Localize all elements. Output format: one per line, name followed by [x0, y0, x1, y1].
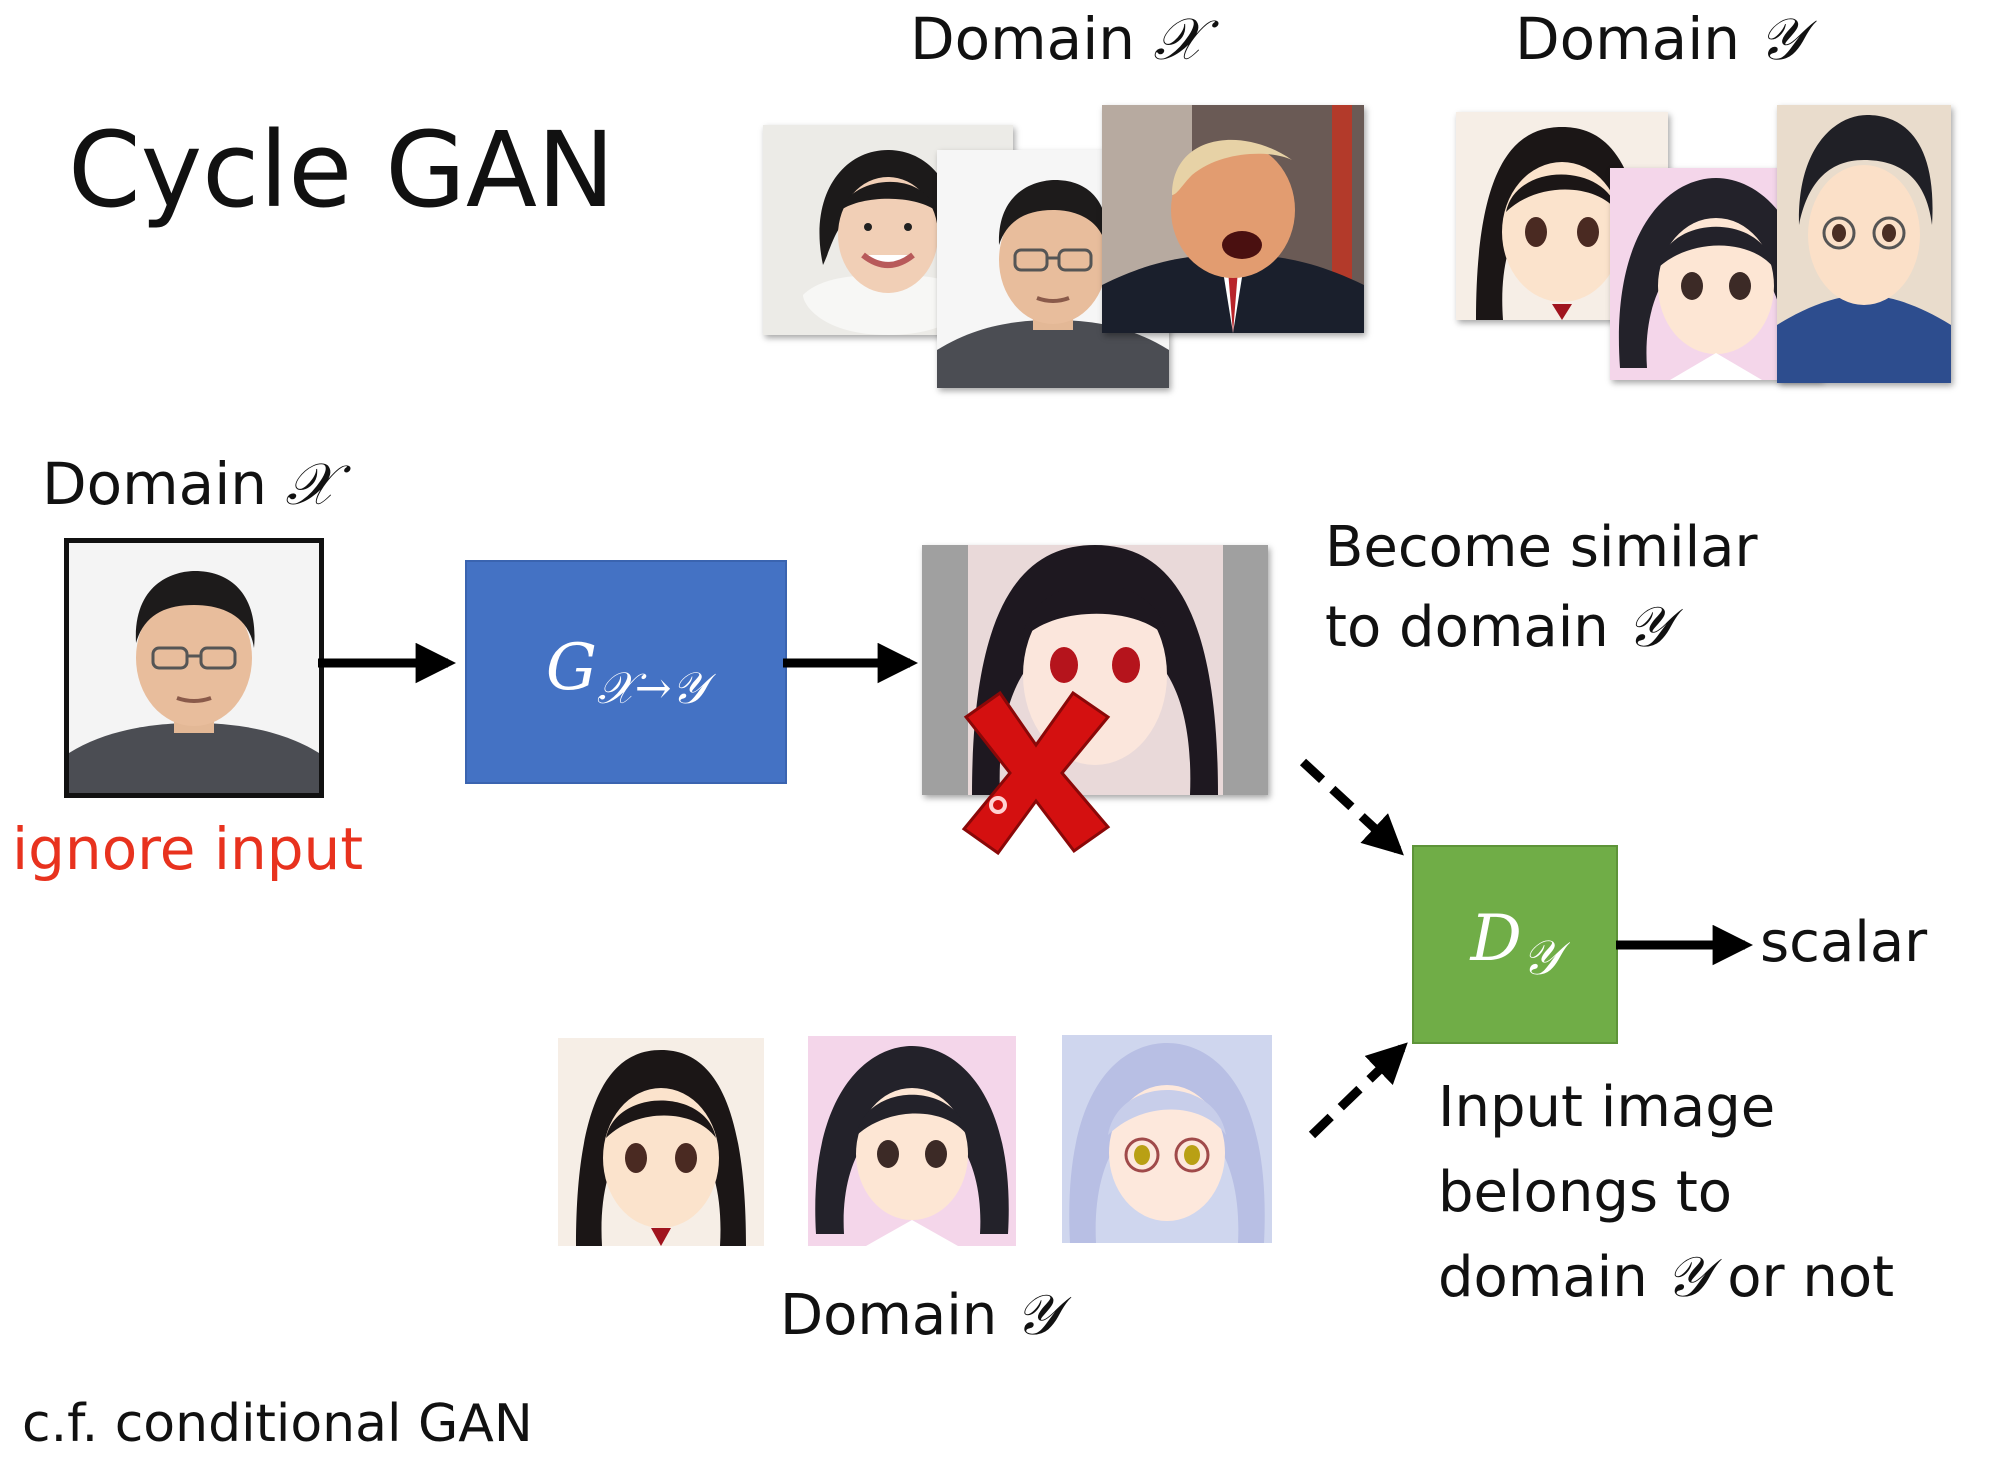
similar-line-1: Become similar: [1325, 515, 1758, 580]
generator-base: G: [545, 630, 597, 705]
left-domain-x-label: Domain 𝒳: [42, 455, 335, 513]
discriminator-base: D: [1470, 902, 1522, 977]
footnote: c.f. conditional GAN: [22, 1394, 533, 1454]
arrow-samples-to-discriminator: [1308, 1042, 1408, 1139]
input-line-3-pre: domain: [1438, 1245, 1648, 1310]
scalar-label: scalar: [1760, 910, 1928, 975]
discriminator-box: D𝒴: [1412, 845, 1618, 1044]
left-domain-x-text: Domain: [42, 450, 268, 518]
generator-box: G𝒳→𝒴: [465, 560, 787, 784]
top-domain-x-text: Domain: [910, 5, 1136, 73]
generated-anime-image: [922, 545, 1268, 795]
bottom-domain-y-text: Domain: [780, 1283, 998, 1348]
domain-y-anime-3: [1777, 105, 1951, 383]
generator-subscript: 𝒳→𝒴: [596, 662, 707, 714]
input-line-1: Input image: [1438, 1075, 1776, 1140]
top-domain-x-label: Domain 𝒳: [910, 10, 1203, 68]
similar-symbol: 𝒴: [1626, 595, 1671, 660]
left-domain-x-symbol: 𝒳: [285, 450, 336, 518]
bottom-domain-y-label: Domain 𝒴: [780, 1288, 1059, 1344]
top-domain-x-symbol: 𝒳: [1153, 5, 1204, 73]
slide-title: Cycle GAN: [68, 109, 615, 231]
input-line-2: belongs to: [1438, 1160, 1733, 1225]
input-line-3-post: or not: [1727, 1245, 1895, 1310]
bottom-anime-2: [808, 1036, 1016, 1246]
similar-line-2-group: to domain 𝒴: [1325, 600, 1670, 656]
domain-x-photo-man: [937, 150, 1169, 388]
top-domain-y-text: Domain: [1515, 5, 1741, 73]
domain-x-photo-trump: [1102, 105, 1364, 333]
discriminator-label: D𝒴: [1471, 902, 1560, 987]
discriminator-subscript: 𝒴: [1521, 929, 1560, 986]
arrow-output-to-discriminator: [1299, 758, 1404, 856]
top-domain-y-label: Domain 𝒴: [1515, 10, 1804, 68]
cross-icon: [961, 690, 1111, 856]
bottom-anime-3: [1062, 1035, 1272, 1243]
input-line-3-group: domain 𝒴 or not: [1438, 1250, 1894, 1306]
ignore-input-label: ignore input: [12, 815, 364, 883]
generator-label: G𝒳→𝒴: [546, 631, 706, 714]
similar-line-2: to domain: [1325, 595, 1609, 660]
bottom-domain-y-symbol: 𝒴: [1015, 1283, 1060, 1348]
input-photo-man: [64, 538, 324, 798]
top-domain-y-symbol: 𝒴: [1758, 5, 1804, 73]
bottom-anime-1: [558, 1038, 764, 1246]
input-line-3-symbol: 𝒴: [1665, 1245, 1710, 1310]
